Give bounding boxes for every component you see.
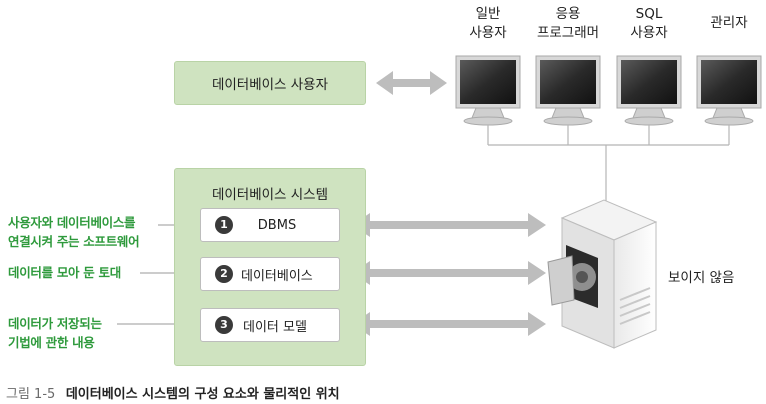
component-database-label: 데이터베이스 xyxy=(241,265,313,284)
network-lines xyxy=(488,125,729,205)
database-user-box: 데이터베이스 사용자 xyxy=(174,61,366,105)
note-data-model: 데이터가 저장되는 기법에 관한 내용 xyxy=(8,314,128,352)
user-label-programmer: 응용 프로그래머 xyxy=(528,5,608,43)
system-arrows xyxy=(352,213,546,336)
user-arrow xyxy=(376,71,447,95)
number-badge-3: 3 xyxy=(215,316,233,334)
user-label-sql: SQL 사용자 xyxy=(617,5,681,43)
monitor-icon-1 xyxy=(456,56,520,125)
monitor-icon-4 xyxy=(697,56,761,125)
server-label: 보이지 않음 xyxy=(668,266,734,286)
figure-caption: 그림 1-5 데이터베이스 시스템의 구성 요소와 물리적인 위치 xyxy=(6,383,340,402)
note-dbms: 사용자와 데이터베이스를 연결시켜 주는 소프트웨어 xyxy=(8,213,173,251)
figure-caption-text: 데이터베이스 시스템의 구성 요소와 물리적인 위치 xyxy=(66,387,340,402)
database-user-label: 데이터베이스 사용자 xyxy=(212,73,328,93)
component-dbms-label: DBMS xyxy=(233,218,321,233)
component-database: 2 데이터베이스 xyxy=(200,257,340,291)
database-system-title: 데이터베이스 시스템 xyxy=(175,183,365,203)
monitor-icon-2 xyxy=(536,56,600,125)
monitor-icon-3 xyxy=(617,56,681,125)
user-label-admin: 관리자 xyxy=(697,14,761,33)
number-badge-2: 2 xyxy=(215,265,233,283)
component-data-model-label: 데이터 모델 xyxy=(243,316,307,335)
number-badge-1: 1 xyxy=(215,216,233,234)
note-database: 데이터를 모아 둔 토대 xyxy=(8,263,148,282)
server-icon xyxy=(548,200,656,348)
user-label-general: 일반 사용자 xyxy=(456,5,520,43)
component-data-model: 3 데이터 모델 xyxy=(200,308,340,342)
component-dbms: 1 DBMS xyxy=(200,208,340,242)
figure-number: 그림 1-5 xyxy=(6,387,55,402)
